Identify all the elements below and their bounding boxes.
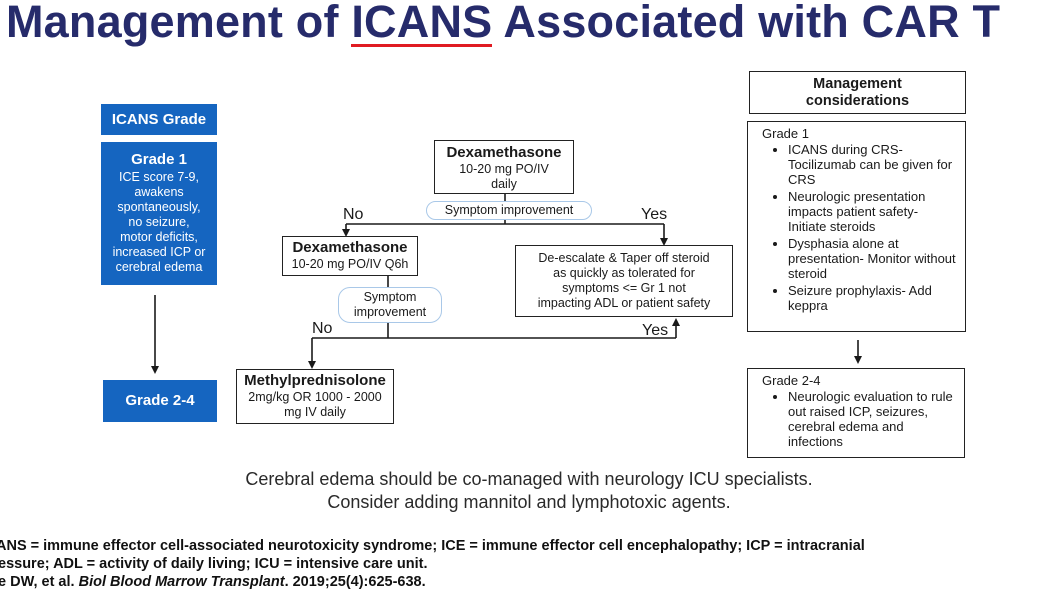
management-grade24-title: Grade 2-4 — [762, 373, 821, 388]
footnote: ANS = immune effector cell-associated ne… — [0, 537, 865, 591]
deescalate-box: De-escalate & Taper off steroid as quick… — [515, 245, 733, 317]
grade1-line: increased ICP or — [112, 245, 206, 259]
management-header-line: Management — [813, 76, 902, 92]
footnote-line-2: essure; ADL = activity of daily living; … — [0, 556, 428, 572]
branch-yes-1: Yes — [641, 206, 668, 223]
citation-journal: Biol Blood Marrow Transplant — [78, 574, 285, 590]
branch-no-1: No — [343, 206, 364, 223]
list-item: Neurologic evaluation to rule out raised… — [788, 389, 956, 449]
management-grade24-list: Neurologic evaluation to rule out raised… — [762, 389, 956, 449]
footnote-line-1: ANS = immune effector cell-associated ne… — [0, 538, 865, 554]
methyl-line: mg IV daily — [284, 405, 346, 419]
dexamethasone-q6h-box: Dexamethasone 10-20 mg PO/IV Q6h — [282, 236, 418, 276]
pill2-line: improvement — [353, 305, 427, 319]
pill2-line: Symptom — [363, 290, 417, 304]
dexa2-title: Dexamethasone — [292, 239, 408, 256]
grade1-line: ICE score 7-9, — [119, 170, 199, 184]
deescalate-line: symptoms <= Gr 1 not — [562, 281, 686, 295]
grade1-line: motor deficits, — [120, 230, 198, 244]
symptom-improvement-pill-2: Symptom improvement — [338, 287, 442, 323]
methyl-title: Methylprednisolone — [244, 372, 386, 389]
cerebral-edema-note: Cerebral edema should be co-managed with… — [0, 468, 1058, 514]
management-header: Management considerations — [749, 71, 966, 114]
footnote-citation: e DW, et al. Biol Blood Marrow Transplan… — [0, 573, 865, 591]
icans-grade-header: ICANS Grade — [101, 104, 217, 135]
dexamethasone-daily-box: Dexamethasone 10-20 mg PO/IV daily — [434, 140, 574, 194]
dexa1-line: 10-20 mg PO/IV — [459, 162, 549, 176]
management-grade24-box: Grade 2-4 Neurologic evaluation to rule … — [747, 368, 965, 458]
methyl-line: 2mg/kg OR 1000 - 2000 — [248, 390, 382, 404]
grade1-line: cerebral edema — [115, 260, 203, 274]
dexa1-title: Dexamethasone — [446, 144, 562, 161]
list-item: Seizure prophylaxis- Add keppra — [788, 283, 957, 313]
methylprednisolone-box: Methylprednisolone 2mg/kg OR 1000 - 2000… — [236, 369, 394, 424]
symptom-improvement-pill-1: Symptom improvement — [426, 201, 592, 220]
deescalate-line: as quickly as tolerated for — [553, 266, 695, 280]
list-item: Neurologic presentation impacts patient … — [788, 189, 957, 234]
management-grade1-box: Grade 1 ICANS during CRS- Tocilizumab ca… — [747, 121, 966, 332]
branch-yes-2: Yes — [642, 322, 669, 339]
citation-details: . 2019;25(4):625-638. — [284, 574, 426, 590]
deescalate-line: De-escalate & Taper off steroid — [538, 251, 710, 265]
dexa2-line: 10-20 mg PO/IV Q6h — [291, 257, 409, 271]
citation-authors: e DW, et al. — [0, 574, 79, 590]
management-grade1-list: ICANS during CRS- Tocilizumab can be giv… — [762, 142, 957, 313]
grade1-line: spontaneously, — [117, 200, 201, 214]
note-line-1: Cerebral edema should be co-managed with… — [245, 469, 813, 489]
grade1-line: no seizure, — [128, 215, 190, 229]
deescalate-line: impacting ADL or patient safety — [537, 296, 711, 310]
branch-no-2: No — [312, 320, 333, 337]
management-header-line: considerations — [805, 93, 910, 109]
title-suffix: Associated with CAR T — [492, 0, 1001, 47]
grade24-box: Grade 2-4 — [103, 380, 217, 422]
grade1-line: awakens — [134, 185, 184, 199]
list-item: ICANS during CRS- Tocilizumab can be giv… — [788, 142, 957, 187]
grade1-box: Grade 1 ICE score 7-9, awakens spontaneo… — [101, 142, 217, 285]
note-line-2: Consider adding mannitol and lymphotoxic… — [327, 492, 731, 512]
title-highlight: ICANS — [351, 0, 493, 48]
title-prefix: Management of — [6, 0, 352, 47]
dexa1-line: daily — [491, 177, 517, 191]
grade1-title: Grade 1 — [131, 151, 187, 168]
list-item: Dysphasia alone at presentation- Monitor… — [788, 236, 957, 281]
management-grade1-title: Grade 1 — [762, 126, 809, 141]
page-title: Management of ICANS Associated with CAR … — [6, 0, 1000, 48]
